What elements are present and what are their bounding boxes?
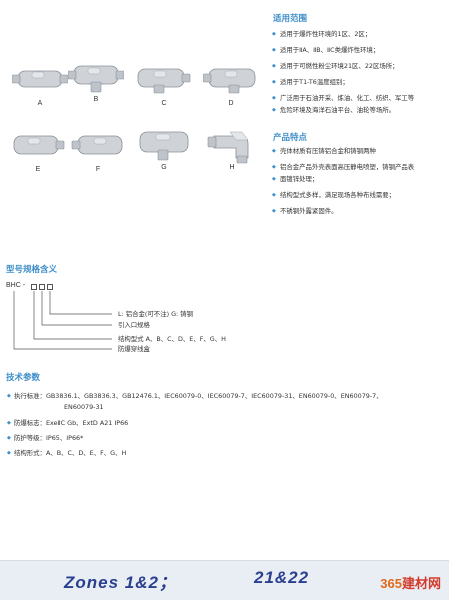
- zones-label-b: 21&22: [254, 568, 310, 587]
- scope-title: 适用范围: [273, 14, 308, 24]
- list-item: 铝合金产品外壳表面高压静电喷塑，铸钢产品表: [272, 161, 444, 173]
- code-box-1: [31, 284, 37, 290]
- list-item: 适用于爆炸性环境的1区、2区；: [272, 28, 444, 40]
- product-label: E: [35, 166, 41, 173]
- product-label: C: [161, 100, 167, 107]
- watermark-number: 365: [380, 576, 402, 591]
- junction-box-e-image: [13, 135, 65, 155]
- scope-list: 适用于爆炸性环境的1区、2区； 适用于ⅡA、ⅡB、ⅡC类爆炸性环境； 适用于可燃…: [272, 28, 444, 116]
- product-label: A: [37, 100, 43, 107]
- product-a: A: [12, 64, 68, 107]
- product-label: D: [228, 100, 234, 107]
- list-item: 广泛用于石油开采、炼油、化工、纺织、军工等: [272, 92, 444, 104]
- junction-box-g-image: [139, 131, 189, 161]
- model-bracket-lines: [13, 291, 112, 350]
- product-label: H: [229, 164, 235, 171]
- list-item-continuation: 面镀锌处理；: [272, 173, 444, 185]
- list-item: 壳体材质有压铸铝合金和铸钢两种: [272, 145, 444, 157]
- list-item: 结构型式多样，满足现场各种布线需要；: [272, 189, 444, 201]
- code-box-2: [39, 284, 45, 290]
- features-title: 产品特点: [273, 133, 308, 143]
- tech-standard-value: GB3836.1、GB3836.3、GB12476.1、IEC60079-0、I…: [45, 392, 383, 400]
- features-list: 壳体材质有压铸铝合金和铸钢两种 铝合金产品外壳表面高压静电喷塑，铸钢产品表 面镀…: [272, 145, 444, 217]
- tech-standard-continuation: EN60079-31: [64, 403, 104, 411]
- tech-list: 执行标准：GB3836.1、GB3836.3、GB12476.1、IEC6007…: [7, 389, 438, 461]
- watermark-text: 建材网: [401, 576, 441, 591]
- product-b: B: [68, 60, 124, 103]
- product-h: H: [204, 128, 260, 171]
- junction-box-c-image: [137, 68, 191, 94]
- model-line-structure: 结构型式 A、B、C、D、E、F、G、H: [118, 335, 226, 343]
- product-label: F: [95, 166, 101, 173]
- tech-marking: 防爆标志：ExeⅡC Gb、ExtD A21 IP66: [7, 416, 438, 431]
- model-line-material: L: 铝合金(可不注) G: 铸钢: [118, 310, 194, 318]
- model-title: 型号规格含义: [6, 265, 58, 275]
- elbow-box-h-image: [207, 131, 249, 164]
- model-line-product: 防爆穿线盒: [118, 345, 150, 353]
- model-line-entry: 引入口规格: [118, 321, 150, 329]
- product-g: G: [136, 128, 192, 171]
- tech-structure: 结构形式：A、B、C、D、E、F、G、H: [7, 446, 438, 461]
- zones-label-a: Zones 1&2；: [64, 573, 177, 592]
- list-item-continuation: 危险环境及海洋石油平台、油轮等场所。: [272, 104, 444, 116]
- product-e: E: [10, 130, 66, 173]
- tech-standard-label: 执行标准：: [14, 392, 46, 400]
- product-label: G: [161, 164, 167, 171]
- product-f: F: [70, 130, 126, 173]
- tech-protection: 防护等级：IP65、IP66*: [7, 431, 438, 446]
- junction-box-b-image: [68, 65, 124, 93]
- tech-title: 技术参数: [6, 373, 41, 383]
- junction-box-d-image: [203, 68, 256, 94]
- product-label: B: [93, 96, 99, 103]
- junction-box-f-image: [71, 135, 123, 155]
- product-c: C: [136, 64, 192, 107]
- list-item: 不锈钢外露紧固件。: [272, 205, 444, 217]
- list-item: 适用于ⅡA、ⅡB、ⅡC类爆炸性环境；: [272, 44, 444, 56]
- junction-box-a-image: [12, 70, 68, 88]
- watermark-logo: 365建材网: [380, 573, 441, 592]
- tech-standard: 执行标准：GB3836.1、GB3836.3、GB12476.1、IEC6007…: [7, 389, 438, 404]
- product-d: D: [203, 64, 259, 107]
- model-prefix: BHC -: [6, 282, 26, 289]
- list-item: 适用于可燃性粉尘环境21区、22区场所；: [272, 60, 444, 72]
- code-box-3: [47, 284, 53, 290]
- list-item: 适用于T1-T6温度组别；: [272, 76, 444, 88]
- footer-band: [0, 560, 449, 600]
